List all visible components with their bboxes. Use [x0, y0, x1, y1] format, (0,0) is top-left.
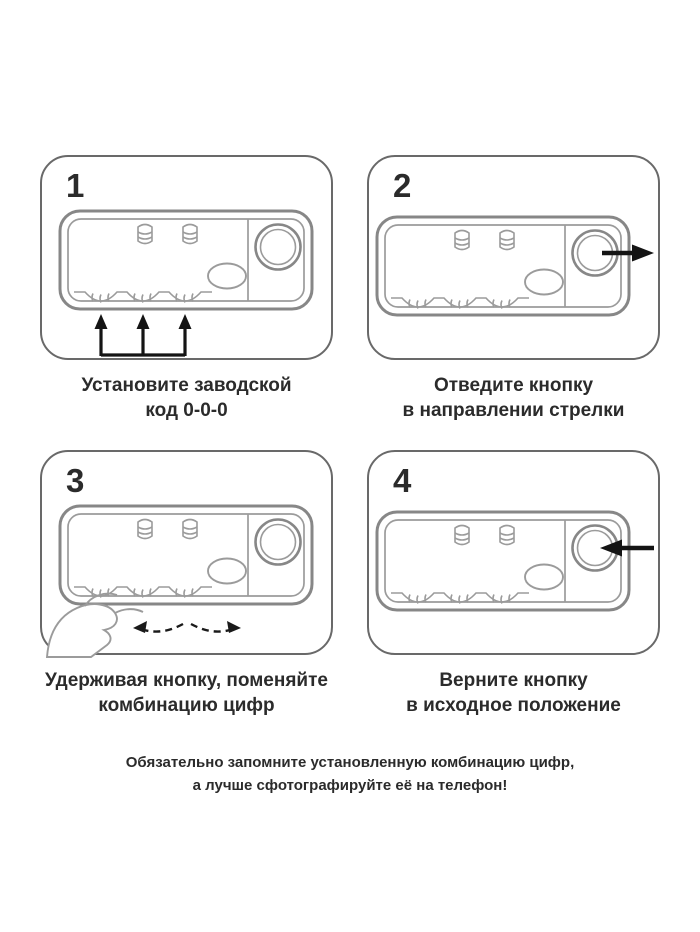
step-4-caption-line-1: Верните кнопку — [439, 670, 588, 691]
step-2-number: 2 — [393, 167, 412, 204]
step-1-panel: 1 — [40, 155, 333, 360]
left-arrow-icon — [600, 539, 654, 557]
footer-note: Обязательно запомните установленную комб… — [40, 751, 660, 798]
three-up-arrows-icon — [94, 314, 191, 357]
step-2-panel: 2 — [367, 155, 660, 360]
step-3-caption-line-2: комбинацию цифр — [98, 695, 275, 717]
step-2-caption-line-2: в направлении стрелки — [402, 400, 625, 422]
lock-illustration — [58, 209, 313, 357]
step-2: 2 Отведите кнопку в направлении стрелки — [367, 155, 660, 450]
step-3-caption: Удерживая кнопку, поменяйте комбинацию ц… — [40, 668, 333, 745]
footer-line-2: а лучше сфотографируйте её на телефон! — [192, 777, 508, 795]
lock-illustration — [375, 215, 654, 317]
step-4: 4 Верните кнопку в исходное положение — [367, 450, 660, 745]
step-1: 1 Установите заводской код 0 — [40, 155, 333, 450]
rotate-dials-arrows-icon — [132, 621, 241, 633]
step-4-caption: Верните кнопку в исходное положение — [367, 668, 660, 745]
step-4-number: 4 — [393, 462, 412, 499]
right-arrow-icon — [602, 244, 654, 262]
step-4-panel: 4 — [367, 450, 660, 655]
step-1-caption-line-1: Установите заводской — [81, 375, 292, 396]
step-3: 3 Удерживая кн — [40, 450, 333, 745]
lock-illustration — [45, 504, 313, 658]
step-1-caption: Установите заводской код 0-0-0 — [40, 373, 333, 450]
step-3-panel: 3 — [40, 450, 333, 658]
step-3-caption-line-1: Удерживая кнопку, поменяйте — [45, 670, 328, 691]
step-2-caption: Отведите кнопку в направлении стрелки — [367, 373, 660, 450]
step-3-number: 3 — [66, 462, 85, 499]
footer-line-1: Обязательно запомните установленную комб… — [125, 754, 575, 771]
step-2-caption-line-1: Отведите кнопку — [433, 375, 594, 396]
lock-illustration — [375, 510, 654, 612]
steps-grid: 1 Установите заводской код 0 — [40, 155, 660, 745]
hand-icon — [45, 592, 143, 658]
step-4-caption-line-2: в исходное положение — [406, 695, 621, 717]
step-1-number: 1 — [66, 167, 85, 204]
step-1-caption-line-2: код 0-0-0 — [145, 400, 228, 422]
